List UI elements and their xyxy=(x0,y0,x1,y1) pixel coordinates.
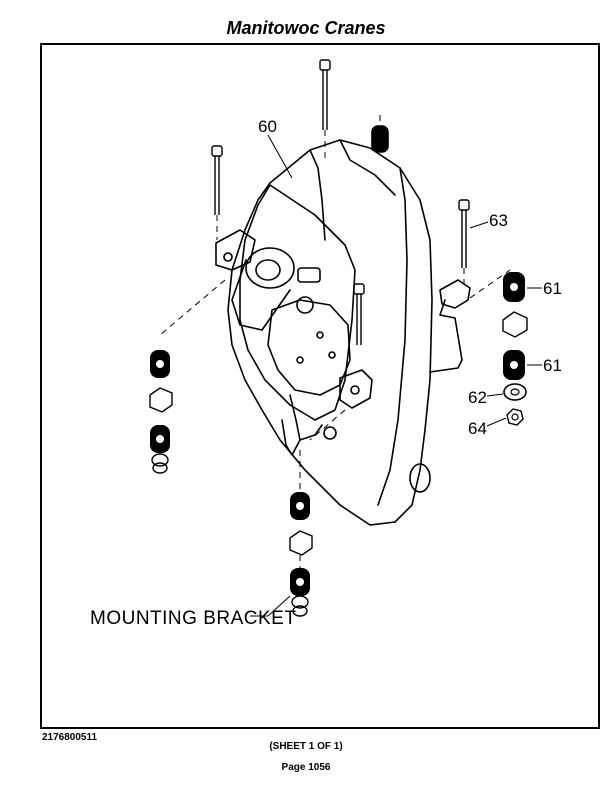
face-plate xyxy=(239,184,356,421)
motor-end xyxy=(245,247,295,289)
lug-hole xyxy=(350,385,360,395)
right-mounting-lug xyxy=(439,279,471,309)
left-mounting-lug xyxy=(215,229,256,271)
diagram-frame xyxy=(40,43,600,729)
bolt-center xyxy=(353,283,365,345)
bolt-upper-left xyxy=(211,145,223,215)
pump-port xyxy=(296,296,314,314)
lug-hole xyxy=(223,252,233,262)
page-title: Manitowoc Cranes xyxy=(226,18,386,38)
housing-side-edge xyxy=(377,167,408,506)
pump-linkage xyxy=(281,394,323,456)
mounting-bracket-label: MOUNTING BRACKET xyxy=(90,608,296,629)
top-isolator xyxy=(371,125,389,153)
bolt-63 xyxy=(458,199,470,268)
callout-61-upper: 61 xyxy=(543,279,562,298)
right-mounting-arm xyxy=(429,299,463,373)
pump-port xyxy=(328,351,336,359)
callout-64: 64 xyxy=(468,419,487,438)
bottom-isolator-stack xyxy=(289,492,313,617)
breather-cap xyxy=(297,267,321,283)
gearbox-housing xyxy=(227,139,433,526)
callout-62: 62 xyxy=(468,388,487,407)
pump-body xyxy=(267,299,351,396)
pump-port xyxy=(316,331,324,339)
callout-63: 63 xyxy=(489,211,508,230)
lower-bolt-head xyxy=(323,426,337,440)
drain-plug xyxy=(409,463,431,493)
lower-mounting-lug xyxy=(339,369,373,409)
bolt-top-center xyxy=(319,59,331,130)
sheet-label: (SHEET 1 OF 1) xyxy=(269,741,343,752)
motor-shaft xyxy=(255,259,281,281)
housing-top-flange xyxy=(309,139,396,241)
document-number: 2176800511 xyxy=(42,732,98,743)
left-isolator-stack xyxy=(149,350,173,474)
right-isolator-stack xyxy=(502,272,528,426)
callout-61-lower: 61 xyxy=(543,356,562,375)
callout-60: 60 xyxy=(258,117,277,136)
pump-port xyxy=(296,356,304,364)
page-number: Page 1056 xyxy=(281,762,331,773)
